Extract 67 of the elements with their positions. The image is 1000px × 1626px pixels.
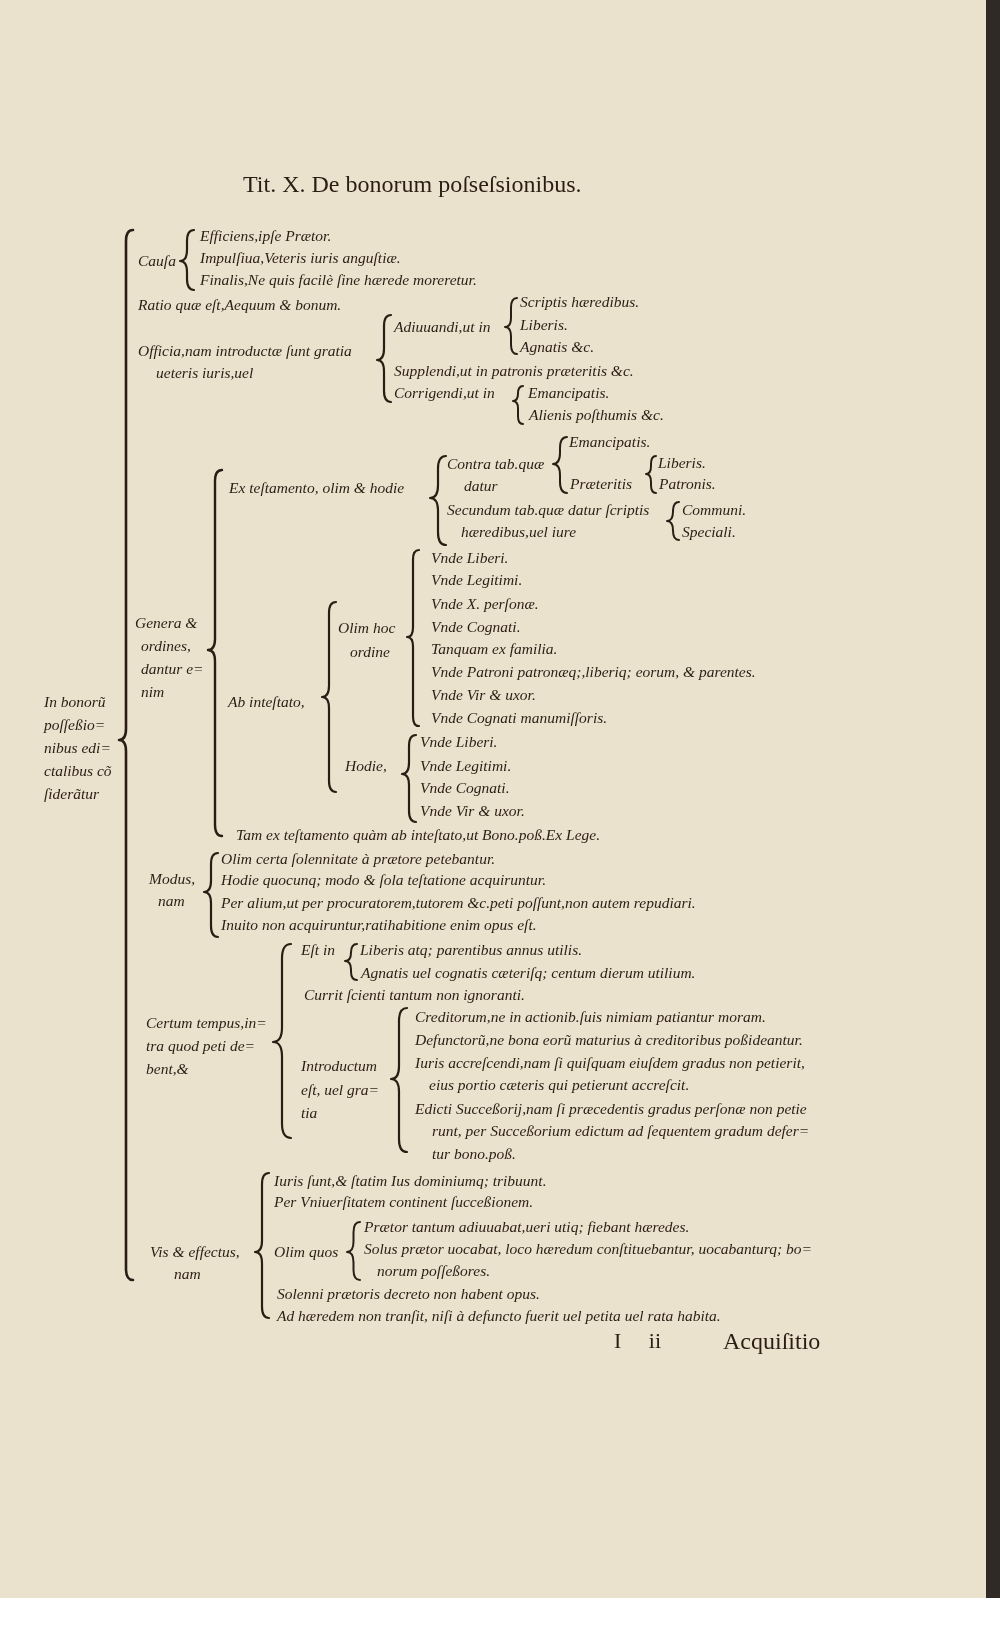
branch-label: Olim hoc ordine	[338, 618, 396, 662]
entry-text: Supplendi,ut in patronis præteritis &c.	[394, 360, 634, 381]
branch-label: Eſt in	[301, 939, 335, 960]
entry-text: Prætor tantum adiuuabat,ueri utiq; fiebant hæredes.	[364, 1216, 690, 1237]
branch-label: Vis & effectus, nam	[150, 1241, 240, 1285]
signature-mark: I ii	[614, 1327, 662, 1355]
entry-text: Vnde Legitimi.	[431, 569, 523, 590]
branch-label: Præteritis	[570, 473, 632, 494]
entry-text: Inuito non acquiruntur,ratihabitione enim opus eſt.	[221, 914, 537, 935]
branch-label: Hodie,	[345, 755, 387, 776]
entry-text: Vnde X. perſonæ.	[431, 593, 539, 614]
entry-text: Creditorum,ne in actionib.ſuis nimiam patiantur moram.	[415, 1006, 766, 1027]
entry-text: Ad hæredem non tranſit, niſi à defuncto fuerit uel petita uel rata habita.	[277, 1305, 721, 1326]
entry-text: Efficiens,ipſe Prætor.	[200, 225, 332, 246]
entry-text: Tam ex teſtamento quàm ab inteſtato,ut Bono.poß.Ex Lege.	[236, 824, 601, 845]
entry-text: Emancipatis.	[528, 382, 610, 403]
entry-text: Edicti Succeßorij,nam ſi præcedentis gradus perſonæ non petie runt, per Succeßorium edictum ad ſequentem gradum defer= tur bono.poß.	[415, 1098, 810, 1164]
entry-text: Iuris ſunt,& ſtatim Ius dominiumq; tribuunt.	[274, 1170, 547, 1191]
entry-text: Vnde Liberi.	[420, 731, 498, 752]
entry-text: Hodie quocunq; modo & ſola teſtatione acquiruntur.	[221, 869, 547, 890]
branch-label: Contra tab.quæ datur	[447, 453, 545, 497]
branch-label: Adiuuandi,ut in	[394, 316, 491, 337]
branch-label: Cauſa	[138, 250, 176, 271]
entry-text: Vnde Cognati.	[420, 777, 510, 798]
entry-text: Communi.	[682, 499, 747, 520]
branch-label: Ex teſtamento, olim & hodie	[229, 477, 405, 498]
entry-text: Defunctorũ,ne bona eorũ maturius à creditoribus poßideantur.	[415, 1029, 803, 1050]
entry-text: Vnde Vir & uxor.	[420, 800, 525, 821]
branch-label: Officia,nam introductæ ſunt gratia ueteris iuris,uel	[138, 340, 352, 384]
entry-text: Solus prætor uocabat, loco hæredum conſtituebantur, uocabanturq; bo= norum poſſeßores.	[364, 1238, 813, 1282]
entry-text: Solenni prætoris decreto non habent opus.	[277, 1283, 540, 1304]
entry-text: Agnatis &c.	[520, 336, 595, 357]
entry-text: Alienis poſthumis &c.	[529, 404, 664, 425]
root-label: In bonorũ poſſeßio= nibus edi= ctalibus cõ ſiderãtur	[44, 691, 112, 804]
entry-text: Tanquam ex familia.	[431, 638, 558, 659]
entry-text: Iuris accreſcendi,nam ſi quiſquam eiuſdem gradus non petierit, eius portio cæteris qui petierunt accreſcit.	[415, 1052, 805, 1096]
entry-text: Vnde Vir & uxor.	[431, 684, 536, 705]
branch-label: Genera & ordines, dantur e= nim	[135, 612, 204, 702]
entry-text: Impulſiua,Veteris iuris anguſtiæ.	[200, 247, 401, 268]
entry-text: Liberis.	[658, 452, 706, 473]
entry-text: Speciali.	[682, 521, 736, 542]
entry-text: Liberis atq; parentibus annus utilis.	[360, 939, 583, 960]
branch-label: Olim quos	[274, 1241, 339, 1262]
branch-label: Corrigendi,ut in	[394, 382, 495, 403]
entry-text: Vnde Patroni patronæq;,liberiq; eorum, & parentes.	[431, 661, 756, 682]
entry-text: Finalis,Ne quis facilè ſine hærede moreretur.	[200, 269, 477, 290]
entry-text: Currit ſcienti tantum non ignoranti.	[304, 984, 525, 1005]
branch-label: Modus, nam	[149, 868, 196, 912]
branch-label: Ab inteſtato,	[228, 691, 305, 712]
entry-text: Emancipatis.	[569, 431, 651, 452]
entry-text: Vnde Cognati manumiſſoris.	[431, 707, 608, 728]
entry-text: Ratio quæ eſt,Aequum & bonum.	[138, 294, 342, 315]
entry-text: Olim certa ſolennitate à prætore petebantur.	[221, 848, 496, 869]
branch-label: Secundum tab.quæ datur ſcriptis hæredibus,uel iure	[447, 499, 650, 543]
entry-text: Per alium,ut per procuratorem,tutorem &c.peti poſſunt,non autem repudiari.	[221, 892, 696, 913]
entry-text: Scriptis hæredibus.	[520, 291, 640, 312]
page-title: Tit. X. De bonorum poſseſsionibus.	[243, 170, 582, 199]
catchword: Acquiſitio	[723, 1327, 821, 1355]
entry-text: Agnatis uel cognatis cæteriſq; centum dierum utilium.	[361, 962, 696, 983]
entry-text: Vnde Cognati.	[431, 616, 521, 637]
branch-label: Certum tempus,in= tra quod peti de= bent,&	[146, 1012, 267, 1079]
branch-label: Introductum eſt, uel gra= tia	[301, 1056, 380, 1124]
entry-text: Vnde Liberi.	[431, 547, 509, 568]
entry-text: Per Vniuerſitatem continent ſucceßionem.	[274, 1191, 534, 1212]
entry-text: Liberis.	[520, 314, 568, 335]
entry-text: Patronis.	[659, 473, 716, 494]
entry-text: Vnde Legitimi.	[420, 755, 512, 776]
